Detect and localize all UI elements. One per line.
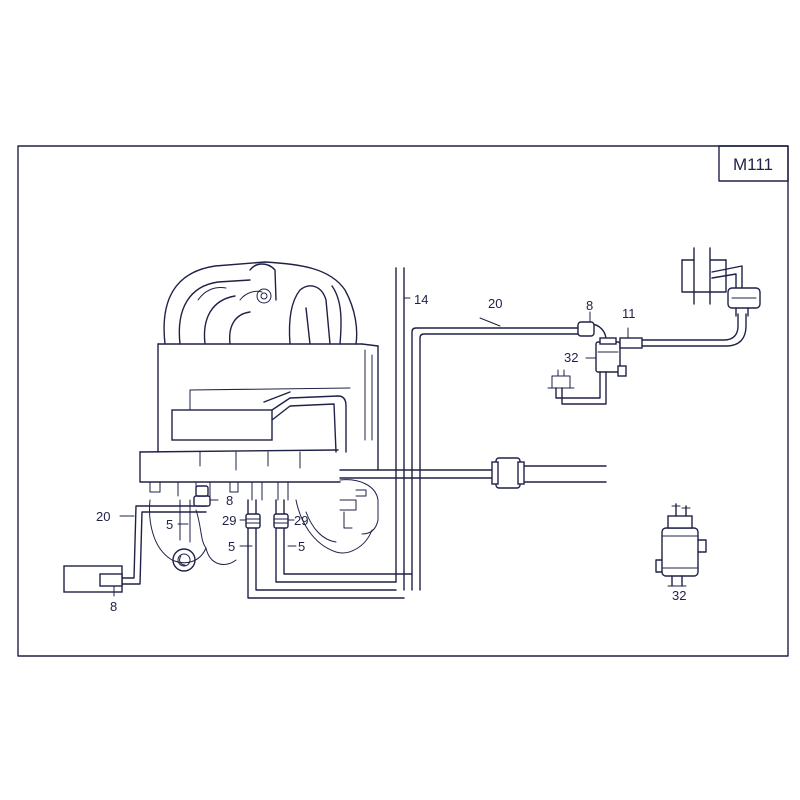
callout-20-top: 20 bbox=[488, 296, 502, 311]
callout-29-b: 29 bbox=[294, 513, 308, 528]
line-coupling bbox=[491, 457, 525, 489]
callout-29-a: 29 bbox=[222, 513, 236, 528]
check-valve-8 bbox=[577, 321, 607, 341]
model-code-box: M111 bbox=[718, 145, 789, 182]
callout-5-c: 5 bbox=[298, 539, 305, 554]
line-11 bbox=[619, 313, 747, 349]
vacuum-actuator bbox=[681, 247, 761, 317]
callout-8-top: 8 bbox=[586, 298, 593, 313]
callout-leaders bbox=[113, 297, 629, 597]
model-code: M111 bbox=[733, 155, 773, 174]
callout-20-left: 20 bbox=[96, 509, 110, 524]
callout-11: 11 bbox=[622, 306, 636, 321]
callout-8-left: 8 bbox=[110, 599, 117, 614]
vacuum-fitting bbox=[172, 548, 196, 572]
vacuum-reservoir bbox=[63, 565, 123, 593]
connector-29-b bbox=[273, 513, 289, 529]
callout-5-b: 5 bbox=[228, 539, 235, 554]
callout-8-mid: 8 bbox=[226, 493, 233, 508]
connector-29-a bbox=[245, 513, 261, 529]
switchover-valve-32 bbox=[547, 337, 627, 405]
hose-connector-8-mid bbox=[193, 485, 211, 507]
callout-32-valve: 32 bbox=[564, 350, 578, 365]
line-20-top bbox=[411, 327, 579, 591]
diagram-frame bbox=[17, 145, 789, 657]
callout-5-a: 5 bbox=[166, 517, 173, 532]
engine-assembly bbox=[139, 261, 379, 565]
line-20-left bbox=[121, 505, 207, 579]
callout-32-part: 32 bbox=[672, 588, 686, 603]
callout-14: 14 bbox=[414, 292, 428, 307]
switchover-valve-part-32 bbox=[655, 503, 707, 587]
